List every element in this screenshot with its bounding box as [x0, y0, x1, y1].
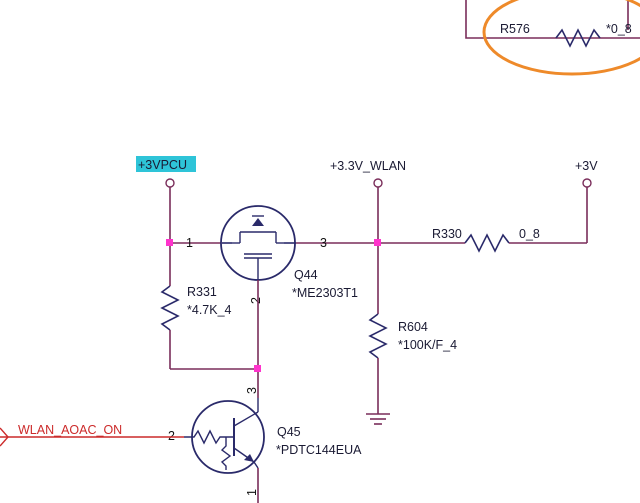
v33-wlan-rail: +3.3V_WLAN [330, 159, 406, 243]
r604: R604 *100K/F_4 [368, 243, 457, 414]
q45-pin1: 1 [245, 489, 259, 496]
r331-ref: R331 [187, 285, 217, 299]
wlan-aoac-signal: WLAN_AOAC_ON [0, 423, 184, 447]
net-vpcu: +3VPCU [138, 158, 187, 172]
vpcu-rail: +3VPCU [136, 156, 196, 243]
q45-value: *PDTC144EUA [276, 443, 362, 457]
ground-icon [366, 413, 390, 425]
net-highlight [136, 156, 196, 172]
r576-value: *0_8 [606, 22, 632, 36]
q44-ref: Q44 [294, 268, 318, 282]
q44-diode [252, 218, 264, 226]
r331-value: *4.7K_4 [187, 303, 232, 317]
q45-pin3: 3 [245, 387, 259, 394]
r576-zigzag [555, 28, 601, 48]
r330-value: 0_8 [519, 227, 540, 241]
junctions [166, 239, 381, 372]
r604-value: *100K/F_4 [398, 338, 457, 352]
orange-callout-ellipse [482, 0, 640, 76]
junction-dot [254, 365, 261, 372]
r576-ref: R576 [500, 22, 530, 36]
q45-pulldown-resistor [220, 437, 232, 470]
r330-ref: R330 [432, 227, 462, 241]
vpcu-connector [165, 178, 175, 188]
r604-zigzag [368, 313, 388, 359]
q44-pin2: 2 [249, 297, 263, 304]
q45-base-resistor [184, 429, 234, 445]
r604-ref: R604 [398, 320, 428, 334]
r330-zigzag [464, 233, 510, 253]
r331-zigzag [160, 285, 180, 331]
net-v33-wlan: +3.3V_WLAN [330, 159, 406, 173]
signal-arrow-icon [0, 427, 9, 447]
junction-dot [166, 239, 173, 246]
v3-connector [582, 178, 592, 188]
box-wire [465, 0, 486, 39]
q45-emitter-arrow [244, 454, 254, 462]
net-v3: +3V [575, 159, 598, 173]
q44-value: *ME2303T1 [292, 286, 358, 300]
v33-connector [373, 178, 383, 188]
q45-transistor: 2 3 1 Q45 *PDTC144EUA [168, 387, 362, 503]
v3-rail: +3V [575, 159, 598, 243]
net-wlan-aoac: WLAN_AOAC_ON [18, 423, 122, 437]
junction-dot [374, 239, 381, 246]
q44-pin1: 1 [186, 236, 193, 250]
r576-callout: R576 *0_8 [465, 0, 640, 76]
q44-mosfet: 1 3 2 Q44 *ME2303T1 [186, 205, 358, 304]
q44-pin3: 3 [320, 236, 327, 250]
q45-ref: Q45 [277, 425, 301, 439]
q45-pin2: 2 [168, 429, 175, 443]
wire [253, 461, 259, 469]
wire [233, 411, 259, 427]
r331: R331 *4.7K_4 [160, 243, 258, 370]
